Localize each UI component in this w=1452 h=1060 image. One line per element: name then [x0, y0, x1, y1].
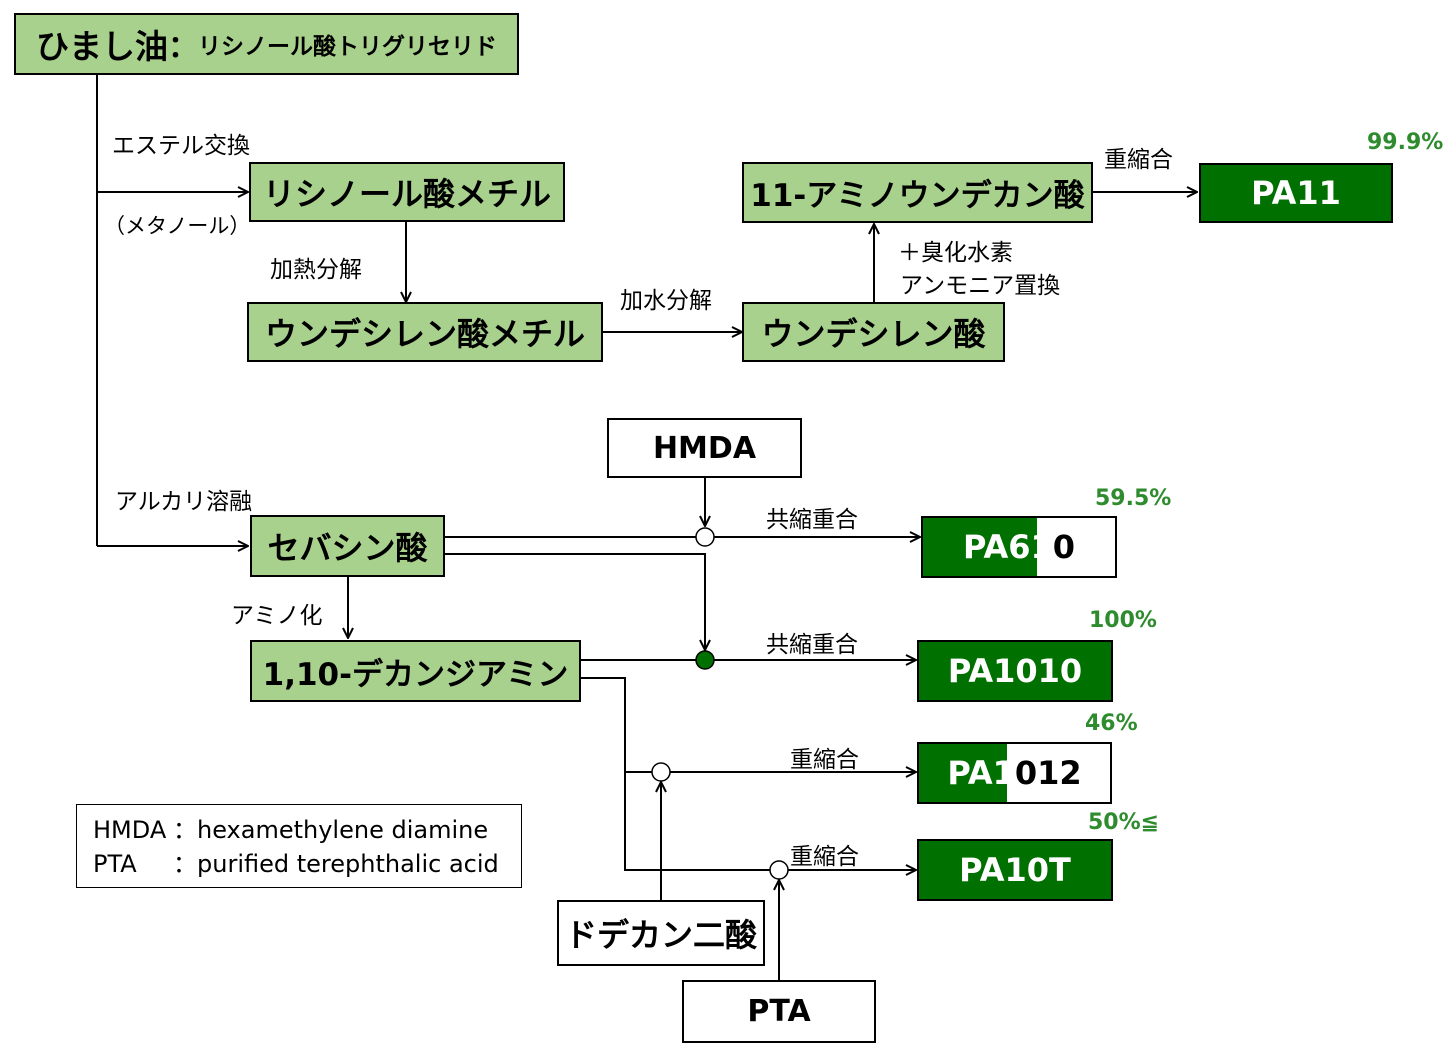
hmda-label: HMDA	[652, 430, 757, 466]
label-polycondensation-pa10t: 重縮合	[790, 844, 859, 870]
castor-oil-sub: リシノール酸トリグリセリド	[198, 34, 497, 60]
product-pa10t: PA10T	[917, 839, 1113, 901]
decanediamine-branch-line	[581, 677, 770, 871]
percent-pa610: 59.5%	[1095, 486, 1172, 511]
product-pa1010: PA1010	[917, 640, 1113, 702]
aminoundecanoic-acid-box: 11-アミノウンデカン酸	[742, 162, 1093, 223]
label-copolycondensation-pa1010: 共縮重合	[766, 632, 858, 658]
undecylenic-acid-box: ウンデシレン酸	[742, 302, 1005, 362]
label-methanol: （メタノール）	[104, 214, 251, 238]
castor-oil-separator: ：	[168, 30, 198, 65]
product-label-pa11: PA11	[1251, 174, 1341, 212]
product-label-pa610: PA610	[962, 528, 1076, 566]
castor-oil-box: ひまし油 ： リシノール酸トリグリセリド	[14, 13, 519, 75]
biomass-fill-pa10t	[919, 841, 1111, 899]
methyl-undecylenate-label: ウンデシレン酸メチル	[264, 315, 585, 353]
junction-pa1010	[695, 650, 715, 670]
label-ammonia-substitution: アンモニア置換	[900, 273, 1061, 299]
product-label-pa1012: PA1012	[947, 754, 1082, 792]
label-hbr: ＋臭化水素	[898, 240, 1013, 266]
hmda-box: HMDA	[607, 418, 802, 478]
legend-desc-hmda: hexamethylene diamine	[197, 816, 489, 844]
aminoundecanoic-acid-label: 11-アミノウンデカン酸	[750, 178, 1085, 214]
product-label-pa1010: PA1010	[947, 652, 1083, 690]
product-label-pa10t: PA10T	[959, 851, 1071, 889]
sebacic-acid-box: セバシン酸	[250, 515, 445, 577]
dodecanedioic-acid-box: ドデカン二酸	[557, 900, 765, 966]
methyl-ricinoleate-label: リシノール酸メチル	[262, 175, 551, 213]
legend-row-hmda: HMDA：hexamethylene diamine	[93, 813, 521, 847]
biomass-fill-pa1010	[919, 642, 1111, 700]
product-pa11: PA11	[1199, 163, 1393, 223]
label-copolycondensation-pa610: 共縮重合	[766, 507, 858, 533]
percent-pa10t: 50%≦	[1088, 810, 1160, 835]
dodecanedioic-acid-label: ドデカン二酸	[564, 916, 757, 954]
sebacic-acid-label: セバシン酸	[267, 529, 428, 567]
legend-desc-pta: purified terephthalic acid	[197, 850, 499, 878]
product-pa1012: PA1012	[917, 742, 1112, 804]
biomass-fill-pa1012	[919, 744, 1007, 802]
percent-pa1010: 100%	[1089, 608, 1157, 633]
legend-box: HMDA：hexamethylene diamine PTA ：purified …	[76, 804, 522, 888]
label-polycondensation-pa1012: 重縮合	[790, 747, 859, 773]
legend-abbr-hmda: HMDA	[93, 816, 167, 844]
biomass-fill-pa11	[1201, 165, 1391, 221]
biomass-fill-pa610	[923, 518, 1038, 576]
undecylenic-acid-label: ウンデシレン酸	[761, 315, 986, 353]
percent-pa1012: 46%	[1085, 711, 1138, 736]
junction-pa10t	[769, 860, 789, 880]
label-polycondensation-pa11: 重縮合	[1104, 147, 1173, 173]
sebacic-to-pa1010-line	[444, 553, 705, 650]
percent-pa11: 99.9%	[1367, 130, 1444, 155]
decanediamine-box: 1,10-デカンジアミン	[250, 640, 581, 702]
legend-row-pta: PTA ：purified terephthalic acid	[93, 847, 521, 881]
junction-pa610	[695, 527, 715, 547]
pta-label: PTA	[747, 994, 811, 1029]
decanediamine-label: 1,10-デカンジアミン	[262, 656, 569, 693]
castor-oil-main: ひまし油	[36, 27, 168, 66]
label-pyrolysis: 加熱分解	[270, 257, 362, 283]
label-alkali-fusion: アルカリ溶融	[115, 489, 253, 515]
label-hydrolysis: 加水分解	[620, 288, 712, 314]
label-transesterification: エステル交換	[112, 133, 250, 159]
legend-sep-pta: ：	[173, 850, 197, 878]
legend-abbr-pta: PTA	[93, 850, 137, 878]
pta-box: PTA	[682, 980, 876, 1043]
legend-sep-hmda: ：	[173, 816, 197, 844]
product-pa610: PA610	[921, 516, 1117, 578]
label-amination: アミノ化	[231, 603, 323, 629]
methyl-ricinoleate-box: リシノール酸メチル	[249, 162, 565, 222]
methyl-undecylenate-box: ウンデシレン酸メチル	[247, 302, 603, 362]
junction-pa1012	[651, 762, 671, 782]
